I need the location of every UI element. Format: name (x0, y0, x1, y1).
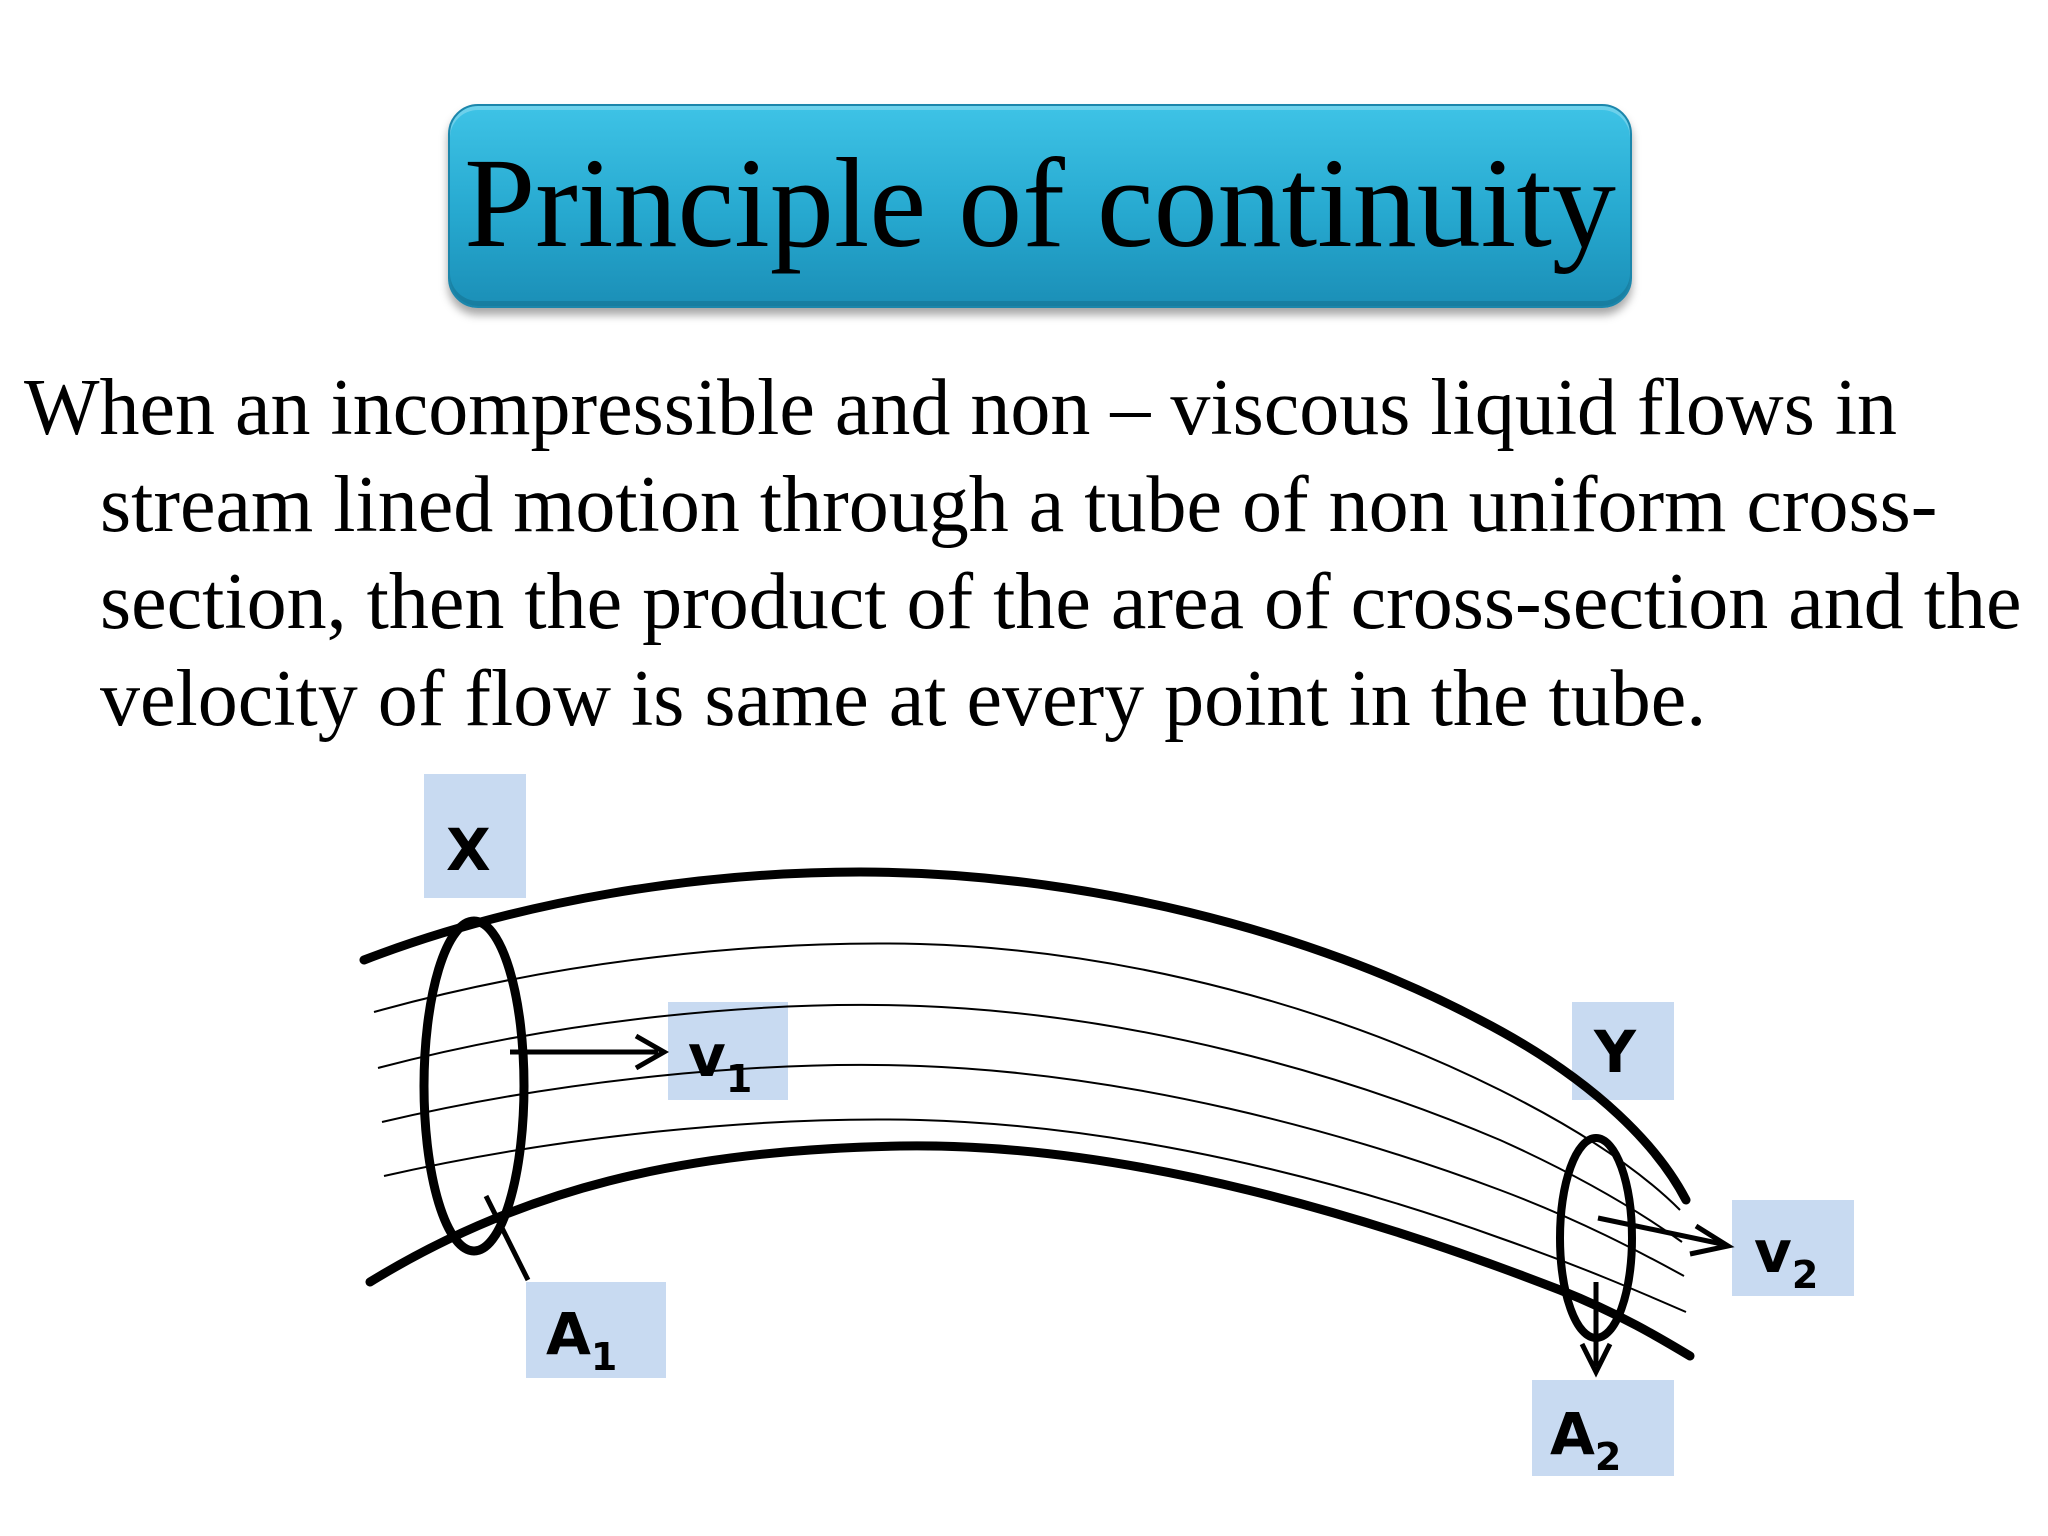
arrow-v2 (1597, 1215, 1735, 1257)
streamline (373, 942, 1681, 1211)
label-a2-base: A (1550, 1400, 1595, 1468)
streamline (377, 1003, 1683, 1243)
label-a1-sub: 1 (591, 1335, 617, 1379)
arrow-v1 (510, 1033, 670, 1071)
slide-title: Principle of continuity (464, 132, 1616, 274)
definition-text-block: When an incompressible and non – viscous… (24, 360, 2034, 748)
label-a1: A1 (546, 1300, 617, 1379)
label-v2: v2 (1754, 1218, 1818, 1297)
label-a2: A2 (1550, 1400, 1621, 1479)
label-box-v2 (1732, 1200, 1854, 1296)
cross-section-x-ellipse (419, 916, 529, 1256)
arrow-a2 (1579, 1282, 1613, 1378)
title-banner: Principle of continuity (448, 104, 1632, 308)
label-a1-base: A (546, 1300, 591, 1368)
label-box-a2 (1532, 1380, 1674, 1476)
streamline (381, 1063, 1685, 1277)
tube-upper-wall (359, 867, 1691, 1205)
label-v2-base: v (1754, 1218, 1792, 1286)
tube-lower-wall (365, 1141, 1695, 1361)
label-v1-base: v (688, 1022, 726, 1090)
pointer-a1 (483, 1194, 531, 1282)
label-y: Y (1593, 1018, 1637, 1086)
label-box-x (424, 774, 526, 898)
label-v2-sub: 2 (1792, 1253, 1818, 1297)
label-x: X (446, 816, 491, 884)
label-box-a1 (526, 1282, 666, 1378)
label-v1: v1 (688, 1022, 752, 1101)
definition-paragraph: When an incompressible and non – viscous… (24, 364, 2022, 743)
label-a2-sub: 2 (1595, 1435, 1621, 1479)
label-v1-sub: 1 (726, 1057, 752, 1101)
label-box-v1 (668, 1002, 788, 1100)
streamlines (373, 942, 1687, 1313)
